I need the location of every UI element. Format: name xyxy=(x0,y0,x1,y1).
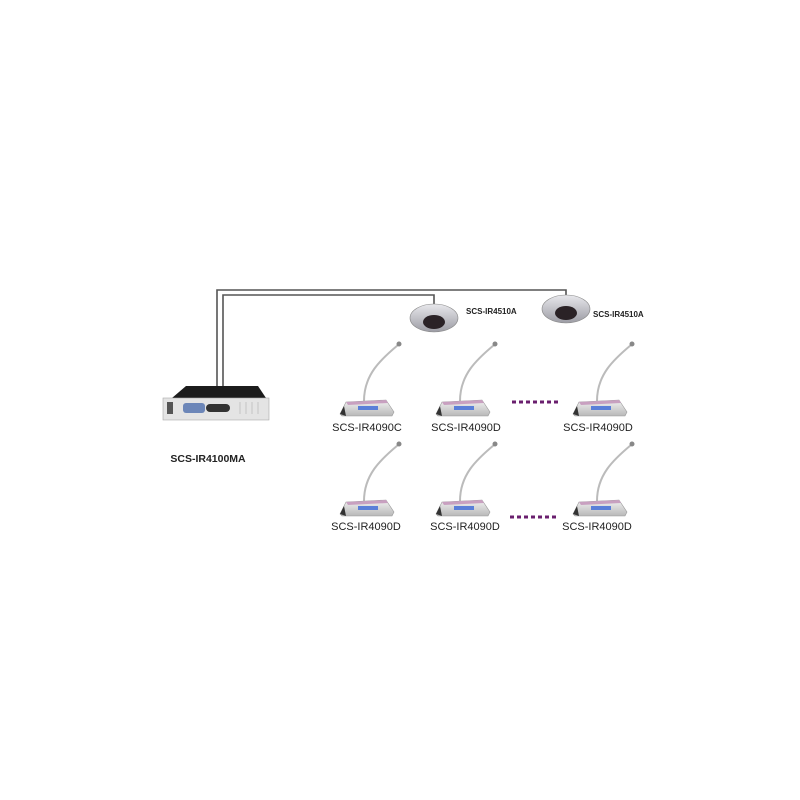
unit-label: SCS-IR4090D xyxy=(563,422,633,434)
radiator-label: SCS-IR4510A xyxy=(593,310,644,319)
cables xyxy=(216,289,567,390)
delegate-unit xyxy=(339,440,403,517)
unit-label: SCS-IR4090C xyxy=(332,422,402,434)
delegate-unit xyxy=(572,440,636,517)
controller-device xyxy=(162,386,270,421)
delegate-unit xyxy=(435,340,499,417)
chairman-unit xyxy=(339,340,403,417)
unit-label: SCS-IR4090D xyxy=(431,422,501,434)
cable-radiator-1 xyxy=(222,294,435,390)
radiator-label: SCS-IR4510A xyxy=(466,307,517,316)
delegate-unit xyxy=(435,440,499,517)
ir-radiator-2 xyxy=(541,294,591,324)
unit-label: SCS-IR4090D xyxy=(562,521,632,533)
unit-label: SCS-IR4090D xyxy=(331,521,401,533)
delegate-unit xyxy=(572,340,636,417)
ir-radiator-1 xyxy=(409,303,459,333)
unit-label: SCS-IR4090D xyxy=(430,521,500,533)
cable-radiator-2 xyxy=(216,289,567,390)
controller-label: SCS-IR4100MA xyxy=(170,453,246,465)
